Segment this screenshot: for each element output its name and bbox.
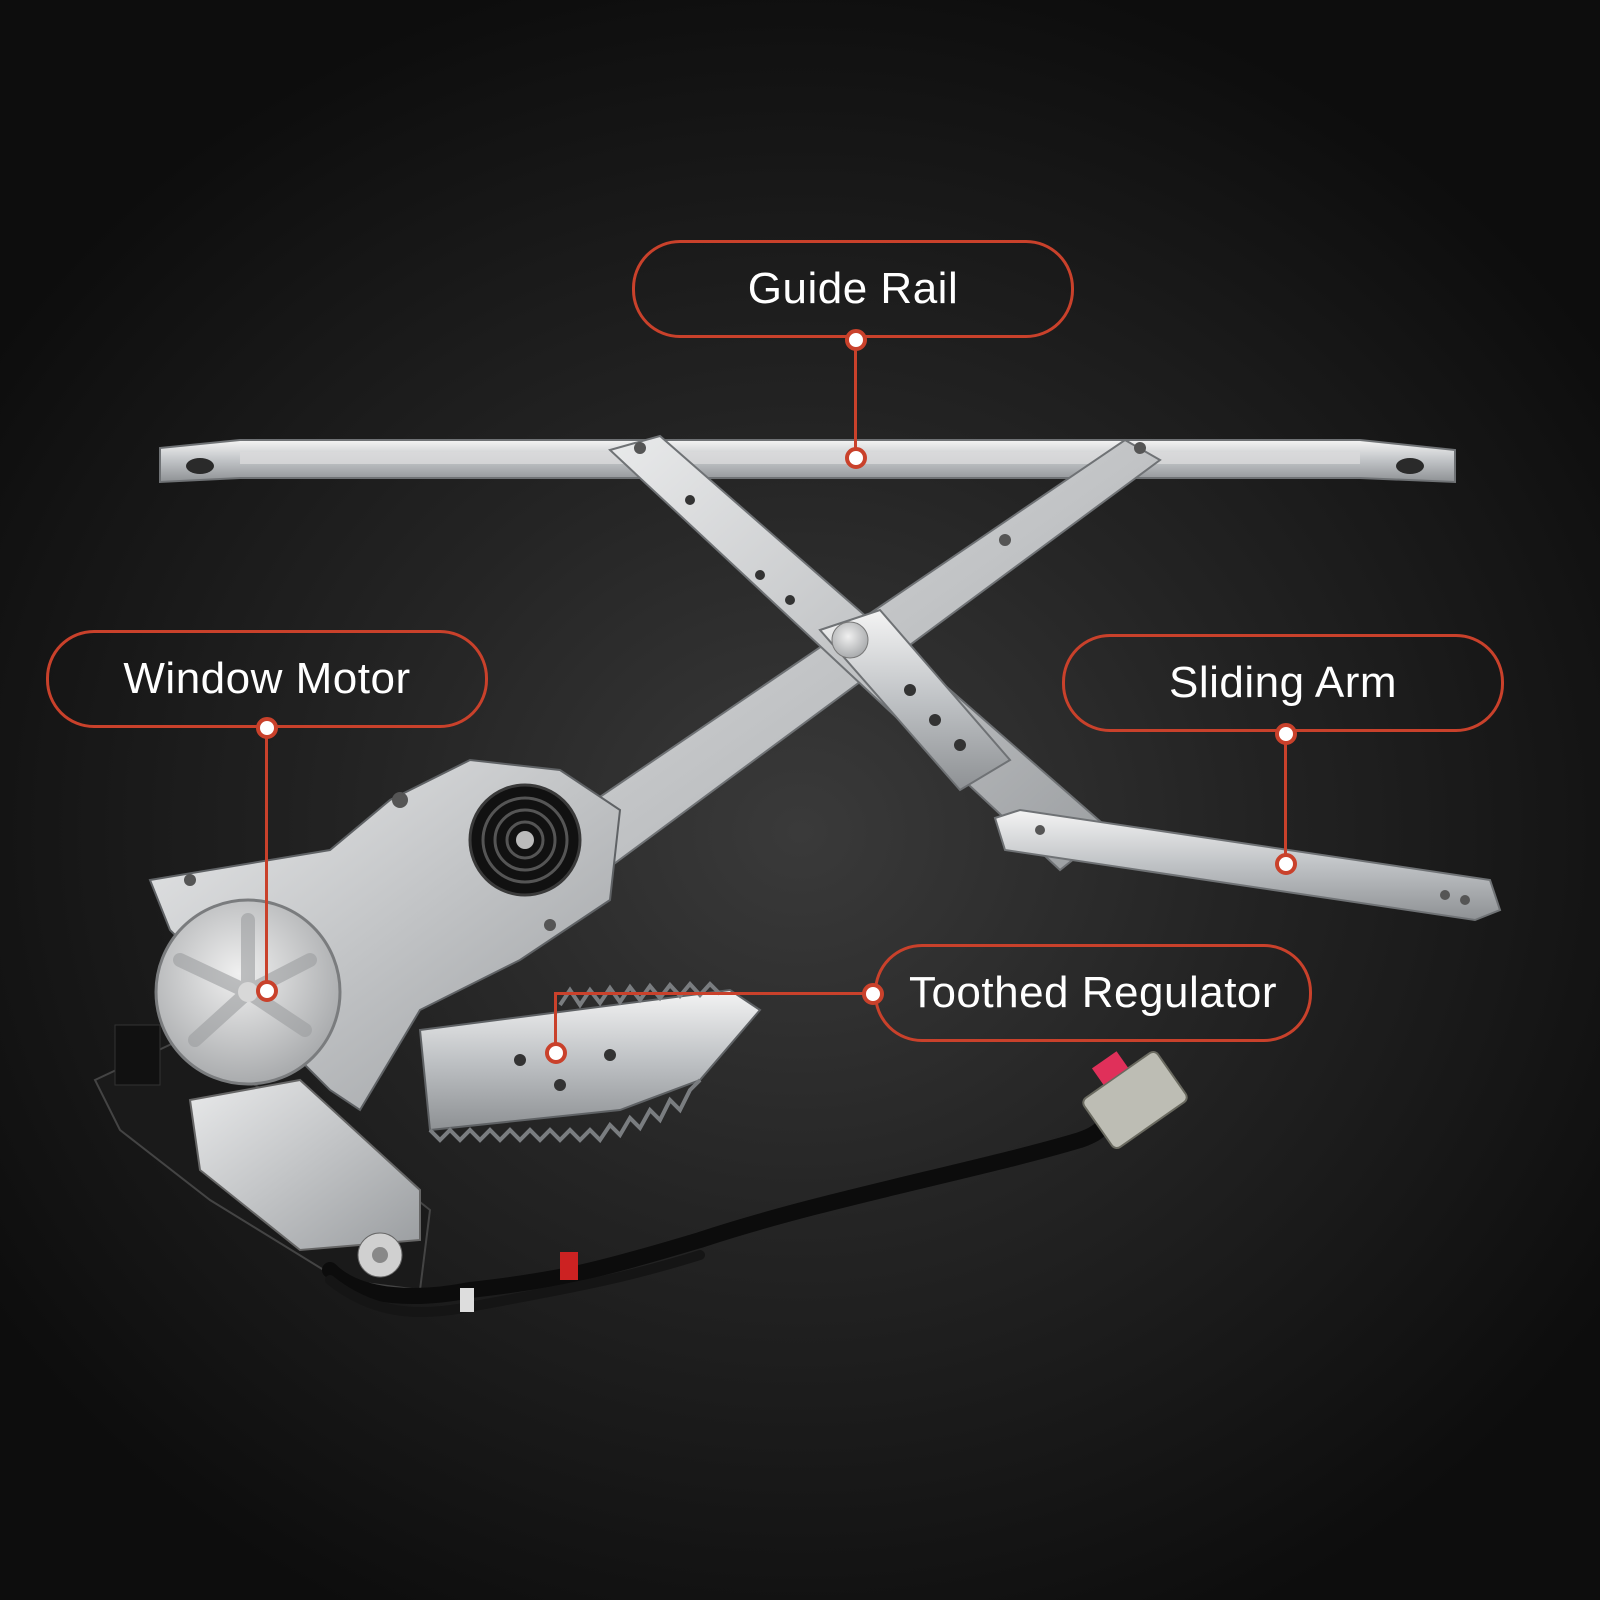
callout-dot-icon [862,983,884,1005]
toothed-regulator-leader-line-vertical [554,992,557,1052]
guide-rail-leader-line [854,340,857,458]
guide-rail-callout: Guide Rail [632,240,1074,338]
window-motor-leader-line [265,728,268,990]
callout-dot-icon [1275,853,1297,875]
wire-harness-part [322,1050,1188,1318]
window-motor-callout: Window Motor [46,630,488,728]
sliding-arm-part [993,808,1502,922]
callout-dot-icon [845,447,867,469]
pivot-plate [818,608,1012,792]
window-motor-label: Window Motor [123,654,411,703]
guide-rail-label: Guide Rail [747,264,959,313]
sliding-arm-callout: Sliding Arm [1062,634,1504,732]
sliding-arm-label: Sliding Arm [1168,658,1398,707]
callout-dot-icon [256,980,278,1002]
toothed-regulator-label: Toothed Regulator [908,968,1278,1017]
toothed-sector-part [418,980,762,1144]
callout-dot-icon [845,329,867,351]
connector-part [1082,1050,1188,1150]
guide-rail-part [159,439,1456,484]
sliding-arm-leader-line [1284,734,1287,862]
callout-dot-icon [1275,723,1297,745]
toothed-regulator-leader-line [556,992,874,995]
callout-dot-icon [545,1042,567,1064]
window-motor-part [93,898,432,1292]
toothed-regulator-callout: Toothed Regulator [874,944,1312,1042]
callout-dot-icon [256,717,278,739]
